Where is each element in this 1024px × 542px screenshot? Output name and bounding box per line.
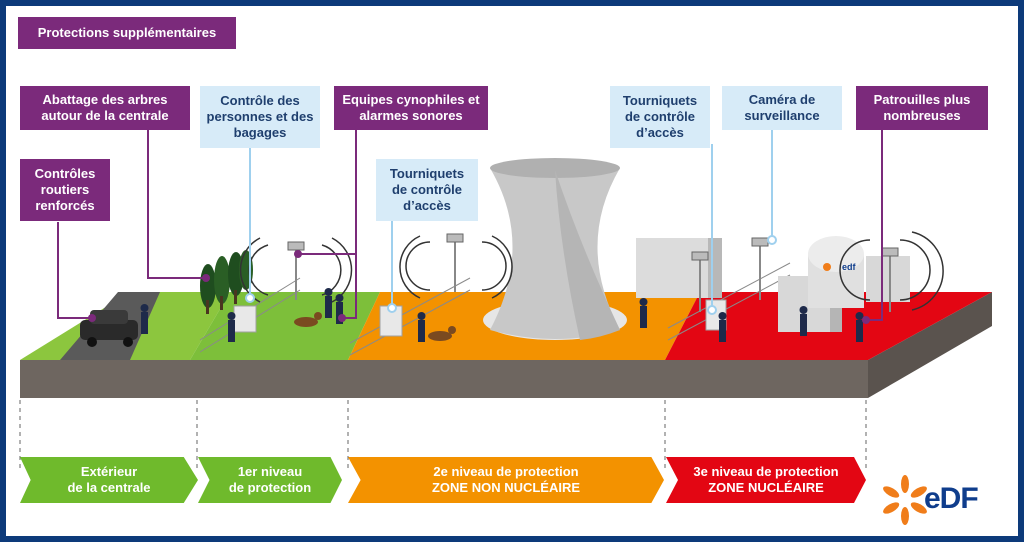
callout-patrouilles: Patrouilles plus nombreuses [856,86,988,130]
buildings: edf [636,236,910,332]
diagram-frame: edf [6,6,1018,536]
title-label: Protections supplémentaires [18,17,236,49]
callout-tourniquets-2: Tourniquets de contrôle d’accès [610,86,710,148]
leader-dots-blue [245,235,777,315]
callout-equipes-cynophiles: Equipes cynophiles et alarmes sonores [334,86,488,130]
leader-abattage [147,128,206,279]
building-logo-text: edf [842,262,857,272]
edf-logo-icon [883,475,927,525]
guard-dogs [294,312,456,341]
ground-front-face [20,360,868,398]
leader-dots [88,250,870,324]
zone-separators [19,400,867,470]
leader-controles [57,222,92,319]
leader-cyno-2 [342,254,357,319]
car [80,310,138,347]
edf-logo-text: eDF [924,482,979,515]
guards [140,288,864,342]
camera-poles [295,240,891,312]
callout-camera: Caméra de surveillance [722,86,842,130]
leader-lines [57,128,883,321]
callout-controle-personnes: Contrôle des personnes et des bagages [200,86,320,148]
callout-controles-routiers: Contrôles routiers renforcés [20,159,110,221]
callout-tourniquets-1: Tourniquets de contrôle d’accès [376,159,478,221]
cooling-tower [483,158,627,340]
callout-abattage: Abattage des arbres autour de la central… [20,86,190,130]
plant-illustration: edf [19,128,992,525]
leader-patrouilles [866,128,883,321]
ground-right-face [868,292,992,398]
